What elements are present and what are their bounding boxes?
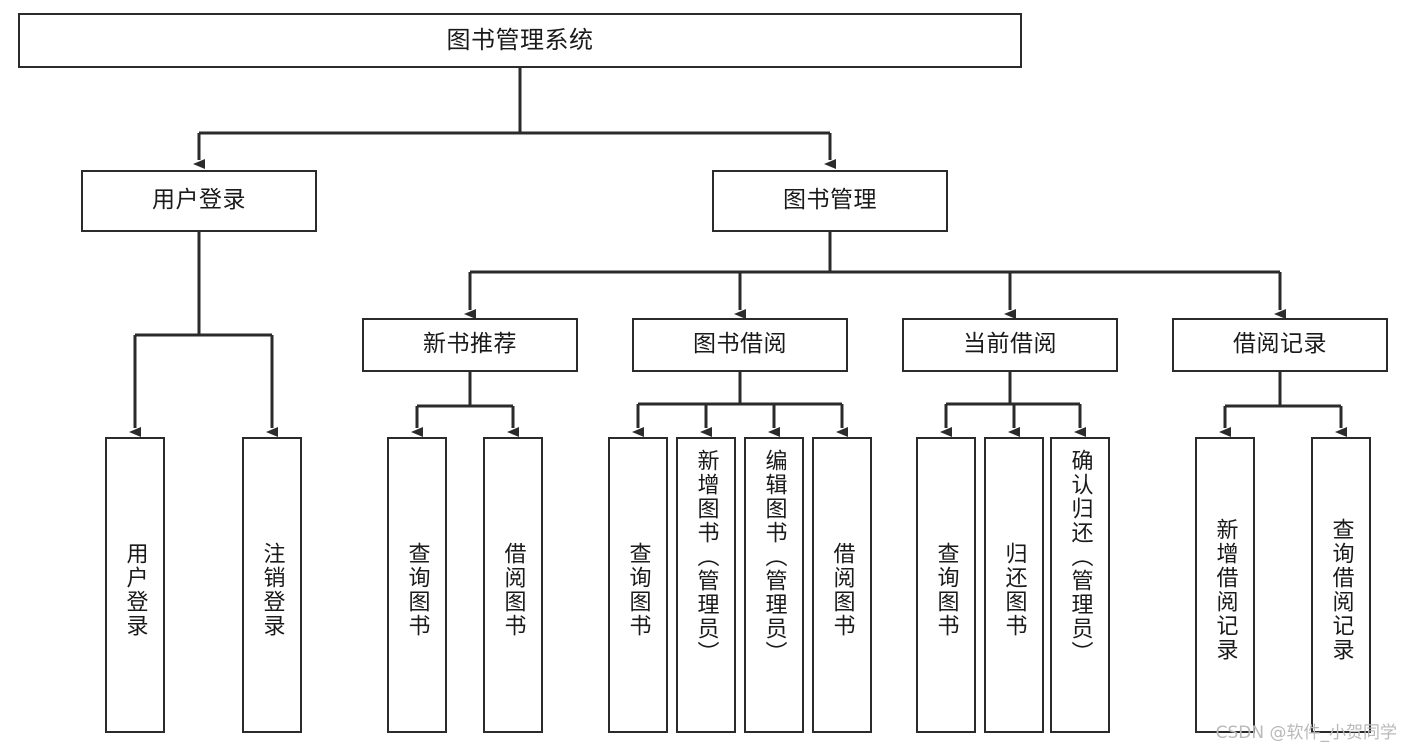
node-current-borrowing[interactable]: 当前借阅 <box>902 318 1118 372</box>
node-label: 查询图书 <box>625 542 651 638</box>
node-user-login[interactable]: 用户登录 <box>81 170 317 232</box>
node-leaf-query-borrow-record[interactable]: 查询借阅记录 <box>1311 437 1371 733</box>
node-leaf-query-books-current[interactable]: 查询图书 <box>916 437 976 733</box>
node-borrow-records[interactable]: 借阅记录 <box>1172 318 1388 372</box>
node-label: 图书管理系统 <box>446 26 594 55</box>
node-book-borrowing[interactable]: 图书借阅 <box>632 318 848 372</box>
node-leaf-user-login[interactable]: 用户登录 <box>105 437 165 733</box>
node-leaf-confirm-return-admin[interactable]: 确认归还（管理员） <box>1050 437 1110 733</box>
node-label: 查询图书 <box>933 542 959 638</box>
node-label: 借阅图书 <box>500 542 526 638</box>
node-label: 借阅图书 <box>829 542 855 638</box>
csdn-watermark: CSDN @软件_小贺同学 <box>1215 723 1397 743</box>
node-leaf-borrow-books-borrow[interactable]: 借阅图书 <box>812 437 872 733</box>
node-label: 当前借阅 <box>963 331 1057 358</box>
node-label: 新增图书（管理员） <box>693 449 719 665</box>
node-new-book-recommendation[interactable]: 新书推荐 <box>362 318 578 372</box>
node-label: 新书推荐 <box>423 331 517 358</box>
node-leaf-return-books[interactable]: 归还图书 <box>984 437 1044 733</box>
node-leaf-logout[interactable]: 注销登录 <box>242 437 302 733</box>
node-leaf-borrow-books-newbooks[interactable]: 借阅图书 <box>483 437 543 733</box>
node-label: 编辑图书（管理员） <box>761 449 787 665</box>
node-book-management[interactable]: 图书管理 <box>712 170 948 232</box>
node-leaf-query-books-newbooks[interactable]: 查询图书 <box>387 437 447 733</box>
node-label: 图书借阅 <box>693 331 787 358</box>
node-label: 借阅记录 <box>1233 331 1327 358</box>
node-label: 新增借阅记录 <box>1212 518 1238 662</box>
node-label: 用户登录 <box>152 187 246 214</box>
node-label: 确认归还（管理员） <box>1067 449 1093 665</box>
node-label: 归还图书 <box>1001 542 1027 638</box>
node-leaf-add-borrow-record[interactable]: 新增借阅记录 <box>1195 437 1255 733</box>
node-label: 用户登录 <box>122 542 148 638</box>
node-leaf-edit-book-admin[interactable]: 编辑图书（管理员） <box>744 437 804 733</box>
node-label: 注销登录 <box>259 542 285 638</box>
node-label: 查询借阅记录 <box>1328 518 1354 662</box>
node-root-library-system[interactable]: 图书管理系统 <box>18 13 1022 68</box>
node-leaf-query-books-borrow[interactable]: 查询图书 <box>608 437 668 733</box>
node-label: 图书管理 <box>783 187 877 214</box>
node-leaf-add-book-admin[interactable]: 新增图书（管理员） <box>676 437 736 733</box>
node-label: 查询图书 <box>404 542 430 638</box>
